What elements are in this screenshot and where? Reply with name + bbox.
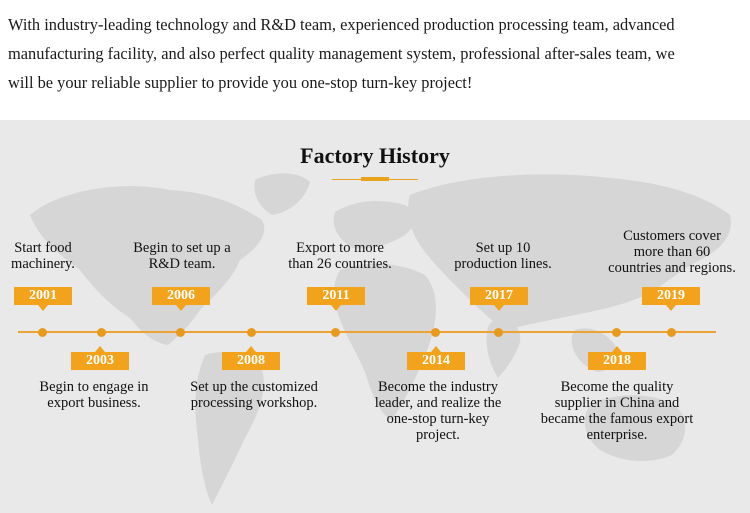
- event-line: export business.: [47, 395, 141, 411]
- event-text-2019: Customers cover more than 60 countries a…: [594, 228, 750, 276]
- event-text-2014: Become the industry leader, and realize …: [352, 379, 524, 443]
- event-line: Export to more: [296, 240, 384, 256]
- year-badge-2008: 2008: [222, 346, 280, 370]
- section-title: Factory History: [300, 143, 450, 168]
- timeline-dot-2018: [612, 328, 621, 337]
- event-text-2017: Set up 10 production lines.: [440, 240, 566, 272]
- map-north-america: [30, 186, 265, 345]
- event-text-2008: Set up the customized processing worksho…: [172, 379, 336, 411]
- event-line: countries and regions.: [608, 260, 736, 276]
- event-text-2006: Begin to set up a R&D team.: [116, 240, 248, 272]
- event-text-2001: Start food machinery.: [0, 240, 86, 272]
- event-line: production lines.: [454, 256, 552, 272]
- event-line: Begin to engage in: [39, 379, 149, 395]
- intro-section: With industry-leading technology and R&D…: [0, 0, 750, 120]
- map-greenland: [254, 173, 310, 215]
- year-badge-2011: 2011: [307, 287, 365, 311]
- intro-line-2: manufacturing facility, and also perfect…: [8, 44, 675, 63]
- event-line: leader, and realize the: [374, 395, 502, 411]
- event-text-2011: Export to more than 26 countries.: [270, 240, 410, 272]
- timeline-dot-2014: [431, 328, 440, 337]
- timeline-dot-2006: [176, 328, 185, 337]
- year-badge-2018: 2018: [588, 346, 646, 370]
- event-text-2018: Become the quality supplier in China and…: [526, 379, 708, 443]
- event-line: Set up the customized: [190, 379, 318, 395]
- year-badge-2019: 2019: [642, 287, 700, 311]
- timeline-dot-2017: [494, 328, 503, 337]
- event-line: one-stop turn-key: [386, 411, 490, 427]
- timeline-dot-2008: [247, 328, 256, 337]
- intro-line-1: With industry-leading technology and R&D…: [8, 15, 675, 34]
- year-badge-2017: 2017: [470, 287, 528, 311]
- year-badge-2014: 2014: [407, 346, 465, 370]
- map-europe: [333, 200, 415, 249]
- event-line: supplier in China and: [554, 395, 680, 411]
- map-australia: [584, 395, 686, 462]
- event-line: machinery.: [11, 256, 75, 272]
- map-south-america: [195, 352, 264, 505]
- event-line: Start food: [14, 240, 72, 256]
- event-line: enterprise.: [586, 427, 648, 443]
- title-underline-accent: [361, 177, 389, 181]
- event-line: Become the quality: [560, 379, 674, 395]
- timeline-dot-2011: [331, 328, 340, 337]
- intro-paragraph: With industry-leading technology and R&D…: [0, 0, 750, 97]
- timeline-dot-2003: [97, 328, 106, 337]
- timeline-dot-2001: [38, 328, 47, 337]
- event-line: Set up 10: [475, 240, 531, 256]
- event-line: processing workshop.: [190, 395, 318, 411]
- event-line: Begin to set up a: [133, 240, 231, 256]
- map-india: [486, 319, 521, 378]
- year-badge-2003: 2003: [71, 346, 129, 370]
- event-line: than 26 countries.: [288, 256, 392, 272]
- event-text-2003: Begin to engage in export business.: [20, 379, 168, 411]
- event-line: Customers cover: [623, 228, 721, 244]
- timeline-line: [18, 331, 716, 333]
- event-line: project.: [416, 427, 460, 443]
- intro-line-3: will be your reliable supplier to provid…: [8, 73, 473, 92]
- event-line: Become the industry: [377, 379, 498, 395]
- year-badge-2001: 2001: [14, 287, 72, 311]
- year-badge-2006: 2006: [152, 287, 210, 311]
- event-line: R&D team.: [148, 256, 216, 272]
- timeline-dot-2019: [667, 328, 676, 337]
- event-line: more than 60: [633, 244, 711, 260]
- event-line: became the famous export: [540, 411, 694, 427]
